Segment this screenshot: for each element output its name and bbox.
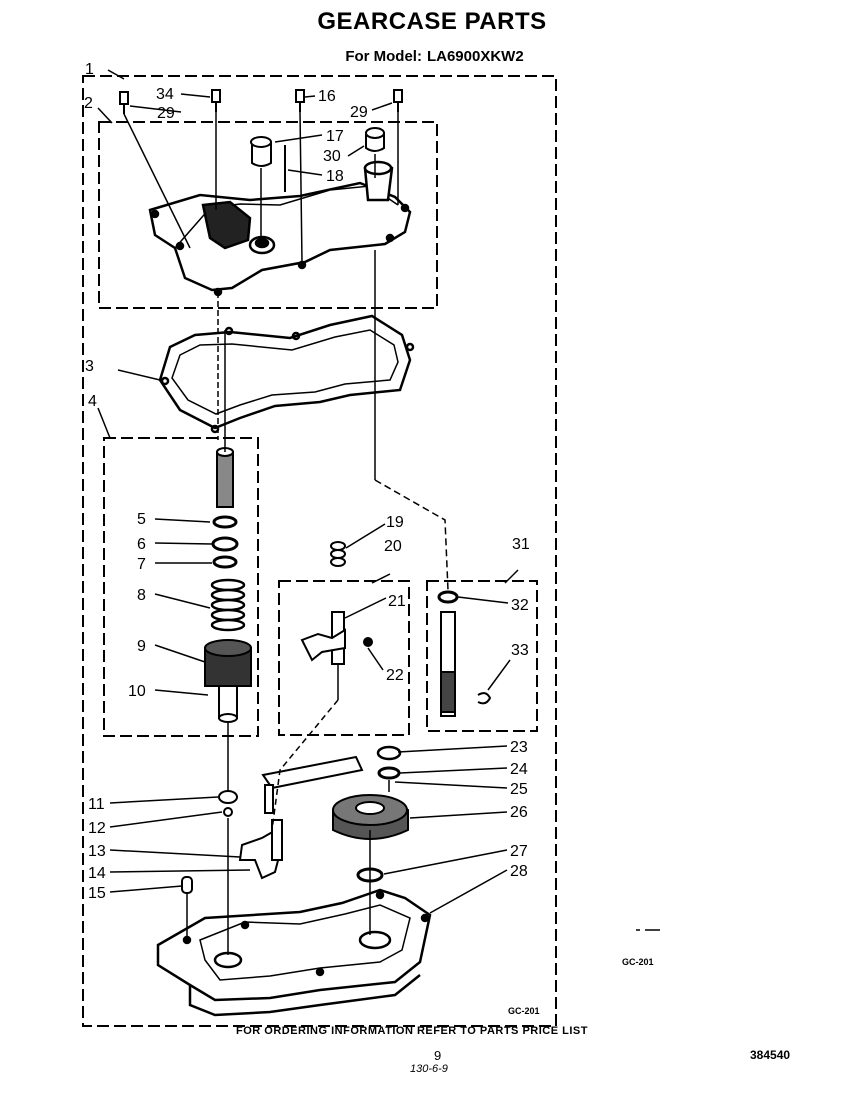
shaft-assembly-box [426,580,538,732]
gasket [158,314,415,434]
callout-14: 14 [88,865,106,882]
callout-16: 16 [318,88,336,105]
figure-code-right: GC-201 [622,957,654,967]
alignment-lines [123,111,449,955]
callout-22: 22 [386,667,404,684]
callout-9: 9 [137,638,146,655]
page-title: GEARCASE PARTS [317,8,547,35]
callout-25: 25 [510,781,528,798]
callout-30: 30 [323,148,341,165]
lower-parts [181,745,409,894]
callout-2: 2 [84,95,93,112]
callout-1: 1 [85,61,94,78]
figure-code-bottom: GC-201 [508,1006,540,1016]
pinion-shaft [204,447,252,723]
ordering-note: FOR ORDERING INFORMATION REFER TO PARTS … [236,1025,588,1037]
callout-17: 17 [326,128,344,145]
document-number: 384540 [750,1048,791,1062]
callout-7: 7 [137,556,146,573]
callout-3: 3 [85,358,94,375]
gearcase-cover [148,160,412,297]
shifter-assembly [300,541,373,665]
callout-24: 24 [510,761,528,778]
callout-11: 11 [88,796,105,813]
callout-12: 12 [88,820,106,837]
gearcase-base [156,888,432,1017]
callout-29-right: 29 [350,104,368,121]
callout-28: 28 [510,863,528,880]
callout-27: 27 [510,843,528,860]
callout-leaders [97,69,519,914]
cover-screws [119,89,403,114]
callout-32: 32 [511,597,529,614]
callout-labels: 1 2 3 4 5 6 7 8 9 10 11 12 13 14 15 16 1… [84,61,530,902]
shifter-assembly-box [278,580,410,736]
callout-31: 31 [512,536,530,553]
shaft-assembly [437,590,492,717]
callout-33: 33 [511,642,529,659]
pinion-assembly-box [103,437,259,737]
model-line: For Model:LA6900XKW2 [0,48,864,65]
callout-5: 5 [137,511,146,528]
model-number: LA6900XKW2 [426,48,524,65]
callout-26: 26 [510,804,528,821]
callout-13: 13 [88,843,106,860]
page-number: 9 [434,1048,442,1063]
callout-15: 15 [88,885,106,902]
callout-6: 6 [137,536,146,553]
bushing-30 [365,127,385,152]
callout-4: 4 [88,393,97,410]
callout-19: 19 [386,514,404,531]
callout-18: 18 [326,168,344,185]
callout-29-left: 29 [157,105,175,122]
callout-20: 20 [384,538,402,555]
model-prefix: For Model: [345,48,422,65]
callout-8: 8 [137,587,146,604]
outer-assembly-box [82,75,557,1027]
callout-23: 23 [510,739,528,756]
bushing-17 [250,136,272,167]
callout-10: 10 [128,683,146,700]
callout-21: 21 [388,593,406,610]
cover-assembly-box [98,121,438,309]
callout-34: 34 [156,86,174,103]
page-code: 130-6-9 [410,1063,448,1075]
